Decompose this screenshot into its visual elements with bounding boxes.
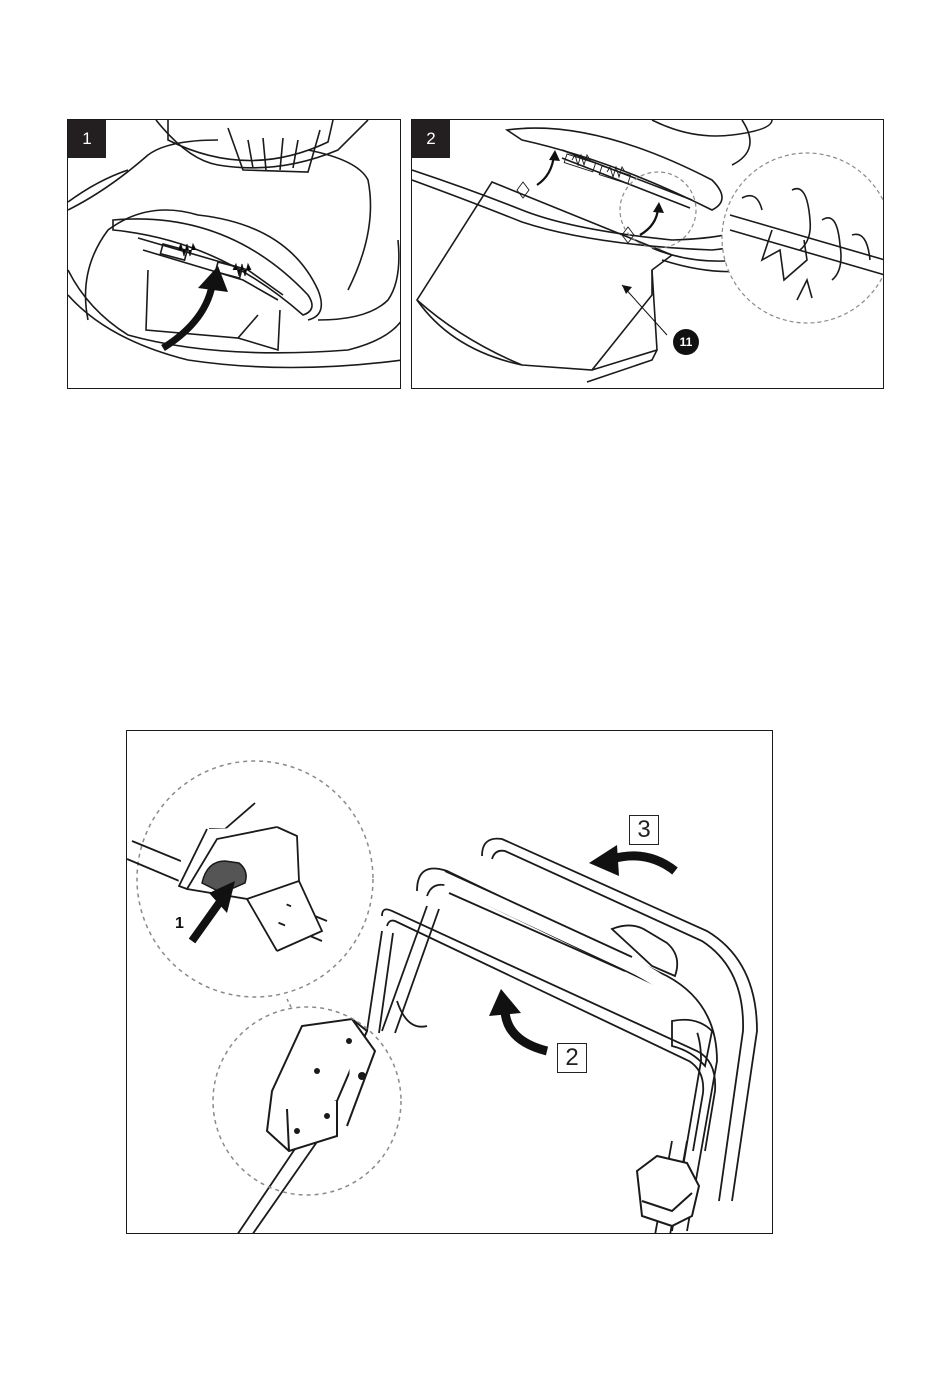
figure-2-panel: 2 — [411, 119, 884, 389]
figure-1-panel: 1 — [67, 119, 401, 389]
step-box-2: 2 — [557, 1043, 587, 1073]
step-box-3: 3 — [629, 815, 659, 845]
step-badge-2: 2 — [412, 120, 450, 158]
part-callout-11: 11 — [673, 329, 699, 355]
mower-rear-flap-illustration — [68, 120, 401, 389]
step-badge-1: 1 — [68, 120, 106, 158]
curved-arrow-up — [163, 280, 213, 348]
flap-insertion-illustration — [412, 120, 884, 389]
handle-fold-illustration — [127, 731, 773, 1234]
detail-label-1: 1 — [175, 915, 184, 933]
handle-fold-panel: 1 2 3 — [126, 730, 773, 1234]
